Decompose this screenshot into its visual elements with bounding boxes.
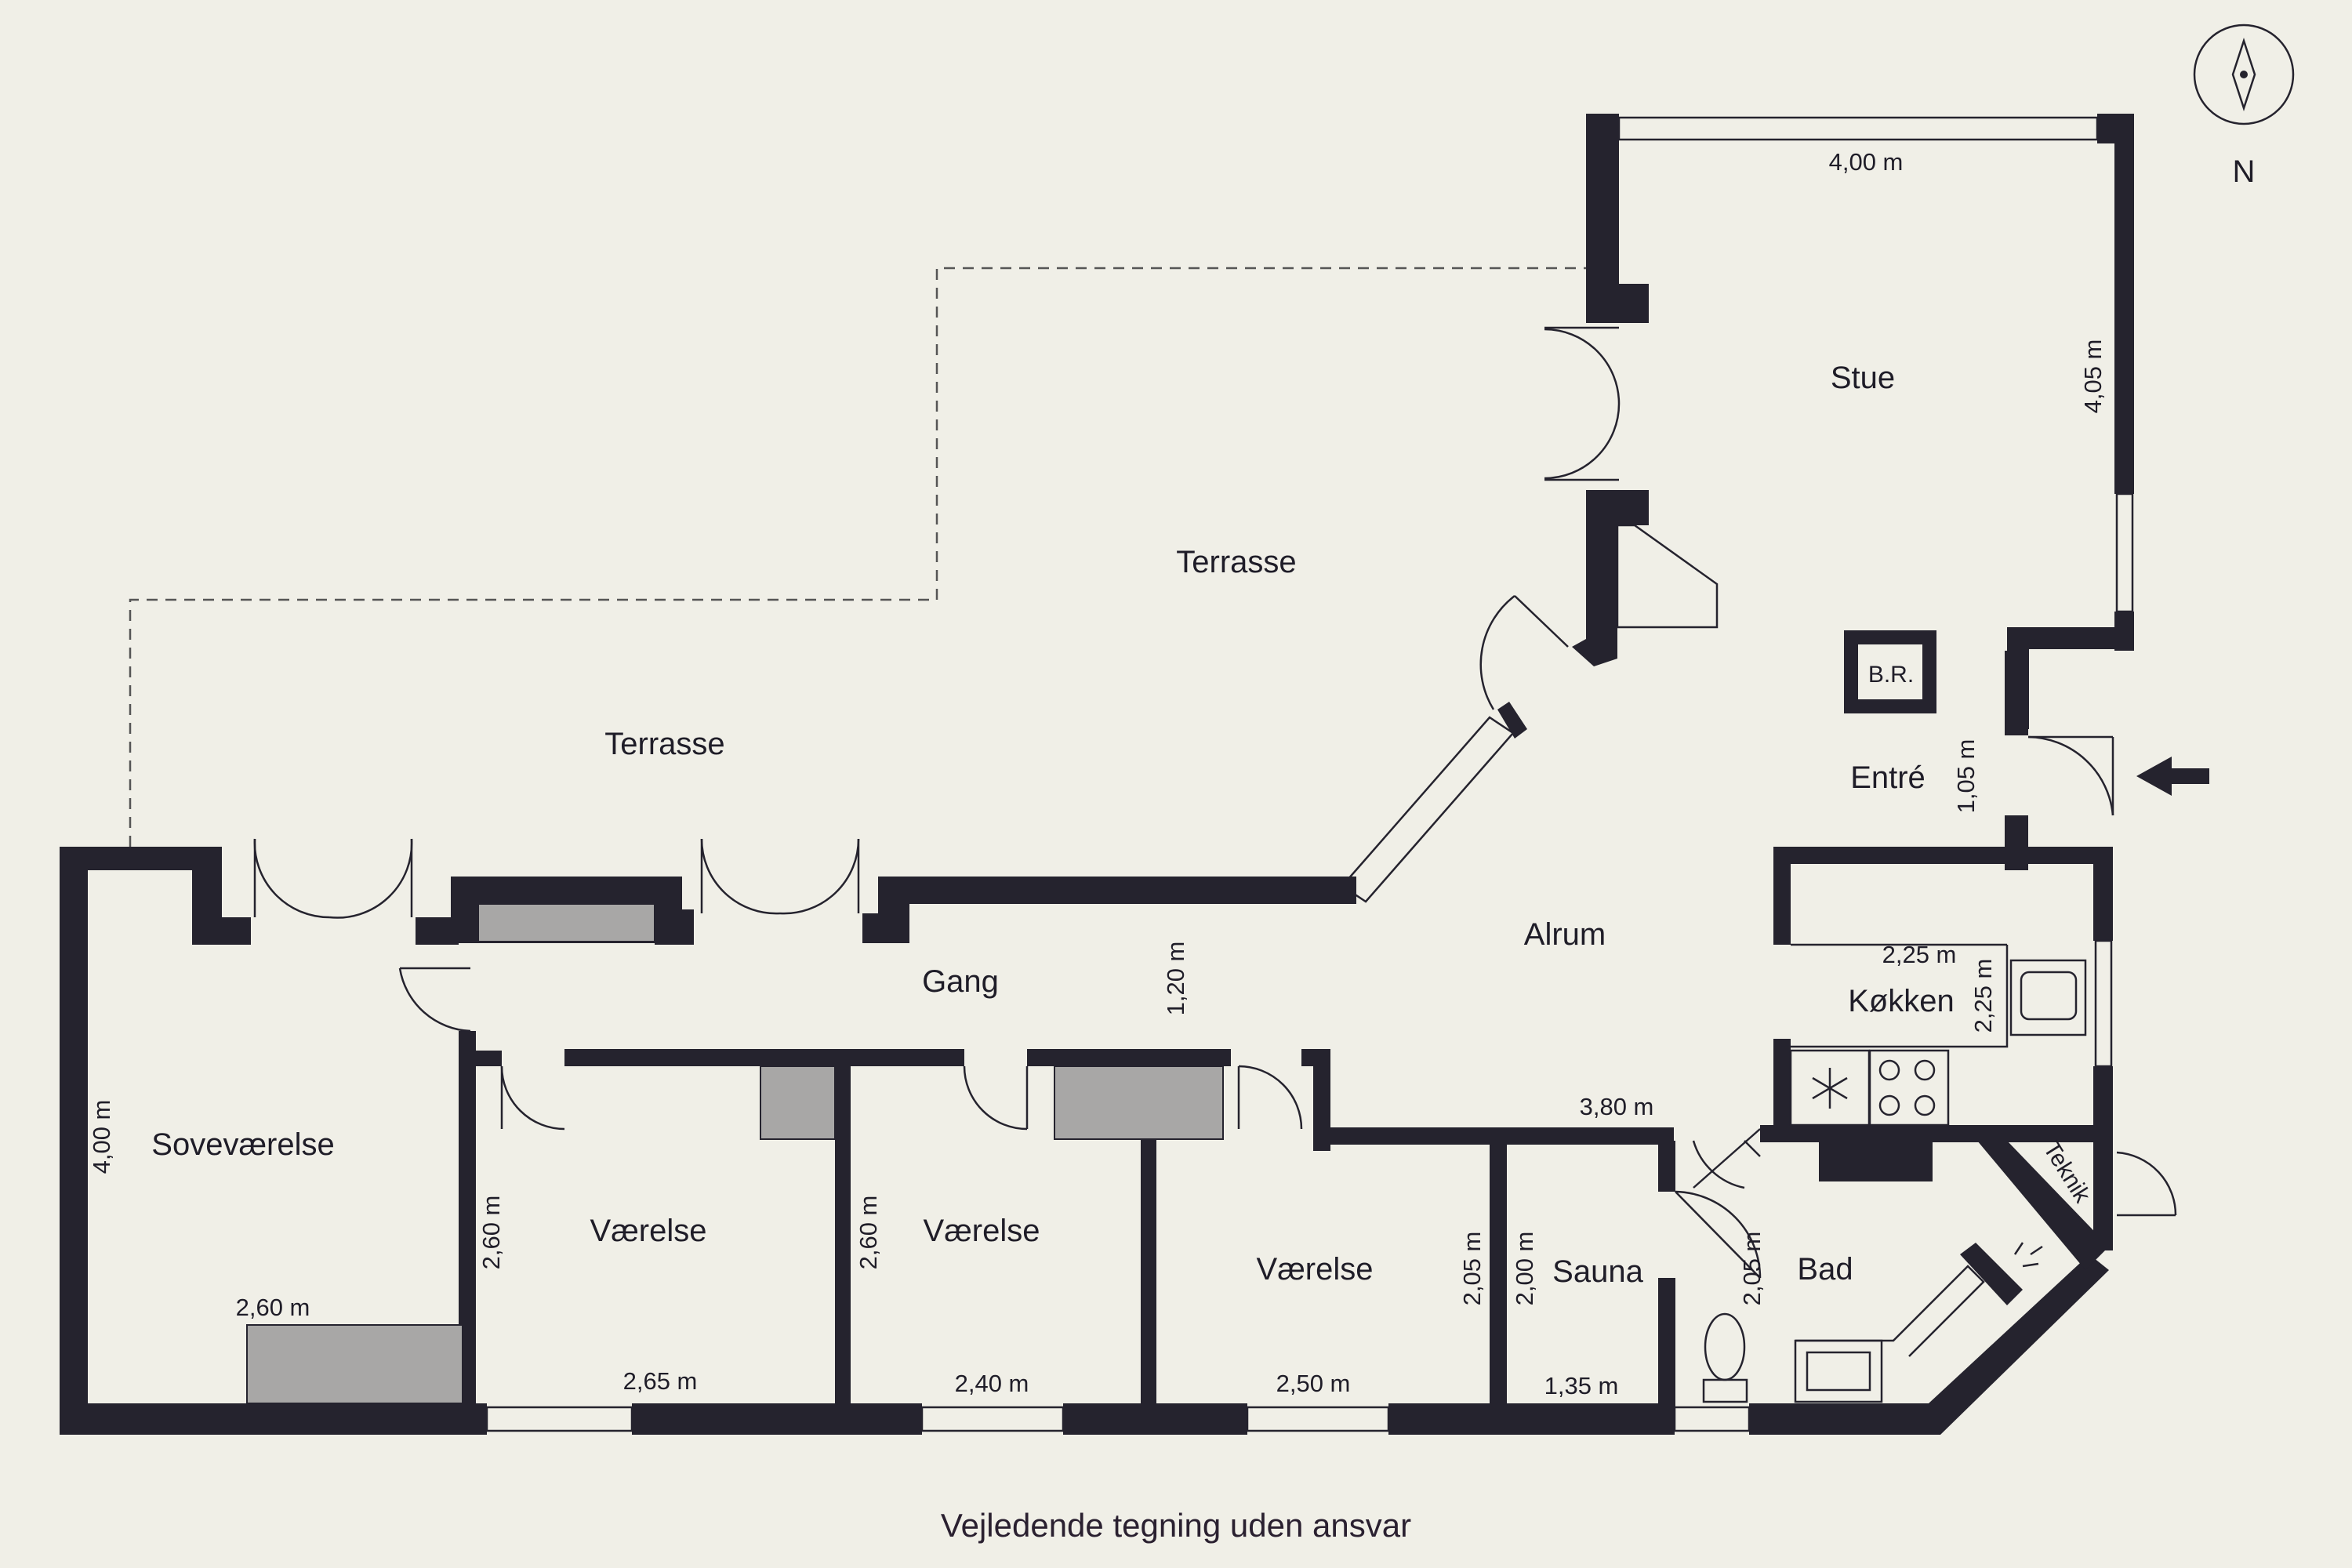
- north-arrow-icon: [2231, 37, 2256, 112]
- dim-sovevaerelse-depth: 4,00 m: [88, 1100, 115, 1174]
- dim-sauna-depth: 2,00 m: [1511, 1232, 1538, 1306]
- room-label-gang: Gang: [922, 964, 999, 999]
- room-label-terrasse-lower: Terrasse: [604, 727, 724, 761]
- dim-stue-depth: 4,05 m: [2079, 339, 2107, 414]
- room-label-vaerelse-2: Værelse: [924, 1214, 1040, 1248]
- entrance-arrow-icon: [2136, 757, 2209, 796]
- dim-gang-width: 1,20 m: [1162, 942, 1189, 1016]
- room-label-koekken: Køkken: [1848, 984, 1955, 1018]
- stue-terrace-door: [1544, 326, 1621, 481]
- room-label-terrasse-upper: Terrasse: [1176, 545, 1296, 579]
- room-label-sauna: Sauna: [1552, 1254, 1643, 1289]
- dim-alrum-width: 3,80 m: [1580, 1093, 1654, 1120]
- entrance-door: [2005, 651, 2209, 870]
- dimension-labels: 4,00 m 4,05 m 1,05 m 1,20 m 2,25 m 2,25 …: [88, 148, 2107, 1399]
- dim-vaerelse-3-width: 2,50 m: [1276, 1370, 1351, 1397]
- south-block-walls: [60, 847, 2109, 1435]
- dim-vaerelse-1-depth: 2,60 m: [477, 1196, 505, 1270]
- stue-walls: [1572, 114, 2134, 729]
- room-label-stue: Stue: [1831, 361, 1895, 395]
- dim-bad-depth: 2,05 m: [1738, 1232, 1766, 1306]
- room-label-bad: Bad: [1797, 1252, 1853, 1287]
- dim-vaerelse-1-width: 2,65 m: [623, 1367, 698, 1395]
- room-label-vaerelse-3: Værelse: [1257, 1252, 1374, 1287]
- compass-circle: [2193, 24, 2295, 125]
- terrace-outline: [129, 267, 1592, 847]
- dim-vaerelse-2-width: 2,40 m: [955, 1370, 1029, 1397]
- room-label-alrum: Alrum: [1524, 917, 1606, 952]
- dim-entre-width: 1,05 m: [1952, 739, 1980, 814]
- dim-vaerelse-2-depth: 2,60 m: [855, 1196, 882, 1270]
- dim-vaerelse-3-depth: 2,05 m: [1458, 1232, 1486, 1306]
- kitchen-walls: [1760, 847, 2113, 1181]
- room-labels: Stue Terrasse Terrasse Entré B.R. Alrum …: [151, 361, 2096, 1289]
- dim-koekken-width: 2,25 m: [1882, 941, 1957, 968]
- dim-koekken-depth: 2,25 m: [1969, 959, 1997, 1033]
- diagonal-window-wall: [1341, 595, 1569, 903]
- snowflake-icon: [1812, 1068, 1848, 1109]
- dim-sovevaerelse-width: 2,60 m: [236, 1294, 310, 1321]
- room-label-vaerelse-1: Værelse: [590, 1214, 707, 1248]
- compass: N: [2193, 24, 2295, 189]
- dim-stue-width: 4,00 m: [1829, 148, 1904, 176]
- room-label-br: B.R.: [1868, 662, 1914, 688]
- south-block-doors: [253, 838, 1762, 1279]
- compass-north-label: N: [2233, 154, 2256, 189]
- br-closet: [1844, 630, 1936, 713]
- dim-sauna-width: 1,35 m: [1544, 1372, 1619, 1399]
- room-label-sovevaerelse: Soveværelse: [151, 1127, 334, 1162]
- disclaimer-caption: Vejledende tegning uden ansvar: [941, 1507, 1411, 1544]
- bathroom-fixtures: [1702, 1141, 2177, 1403]
- room-label-entre: Entré: [1850, 760, 1926, 795]
